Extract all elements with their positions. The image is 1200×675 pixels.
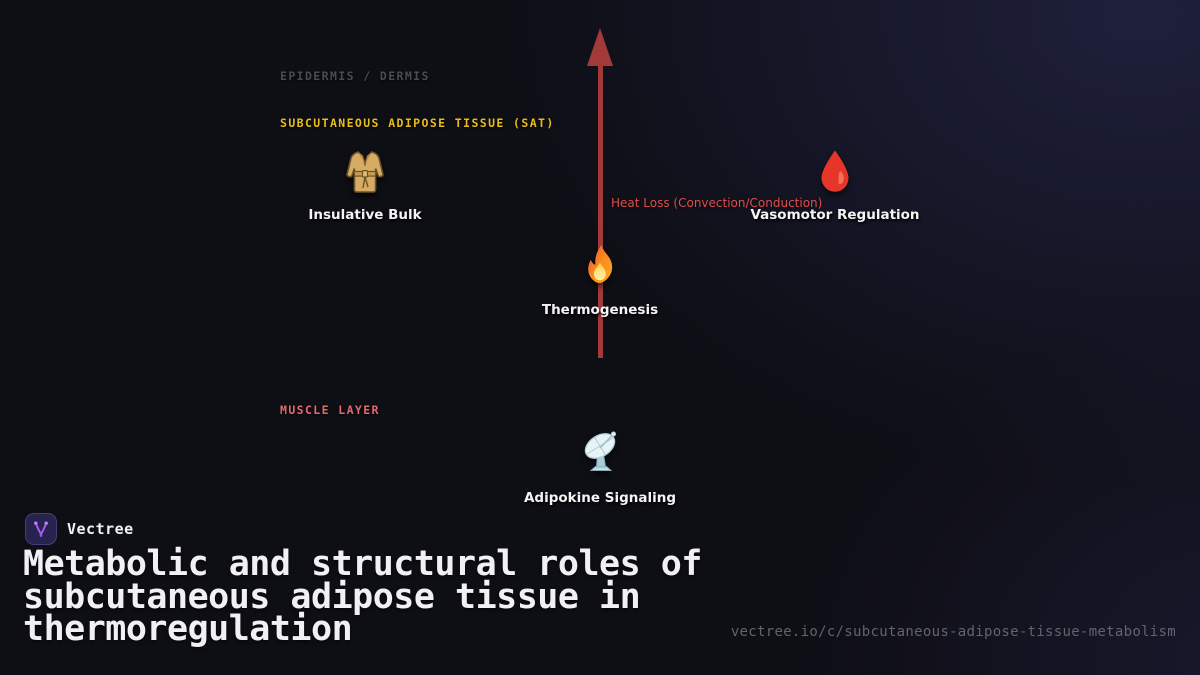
section-label-subcutaneous-adipose-tissue: SUBCUTANEOUS ADIPOSE TISSUE (SAT): [280, 116, 555, 130]
node-label-adipokine-signaling: Adipokine Signaling: [523, 490, 676, 506]
node-insulative-bulk: Insulative Bulk: [245, 147, 485, 223]
blood-drop-icon: [821, 150, 849, 192]
node-vasomotor-regulation: Vasomotor Regulation: [715, 147, 955, 223]
heat-loss-arrow-head: [587, 28, 613, 66]
brand-name: Vectree: [67, 520, 134, 538]
satellite-dish-icon: [584, 431, 617, 471]
section-label-epidermis-dermis: EPIDERMIS / DERMIS: [280, 69, 430, 83]
node-adipokine-signaling: Adipokine Signaling: [480, 430, 720, 506]
fire-icon: [588, 245, 613, 283]
vectree-branch-icon: [34, 521, 48, 537]
node-thermogenesis: Thermogenesis: [480, 242, 720, 318]
heat-loss-arrow-shaft: [598, 60, 603, 358]
section-label-muscle-layer: MUSCLE LAYER: [280, 403, 380, 417]
brand-row: Vectree: [25, 513, 134, 545]
heat-loss-annotation: Heat Loss (Convection/Conduction): [611, 196, 823, 210]
node-label-thermogenesis: Thermogenesis: [541, 302, 659, 318]
vectree-logo: [25, 513, 57, 545]
node-label-insulative-bulk: Insulative Bulk: [308, 207, 422, 223]
poster-url: vectree.io/c/subcutaneous-adipose-tissue…: [730, 624, 1176, 640]
coat-icon: [346, 151, 384, 193]
node-label-vasomotor-regulation: Vasomotor Regulation: [750, 207, 920, 223]
page-title: Metabolic and structural roles of subcut…: [23, 544, 702, 649]
